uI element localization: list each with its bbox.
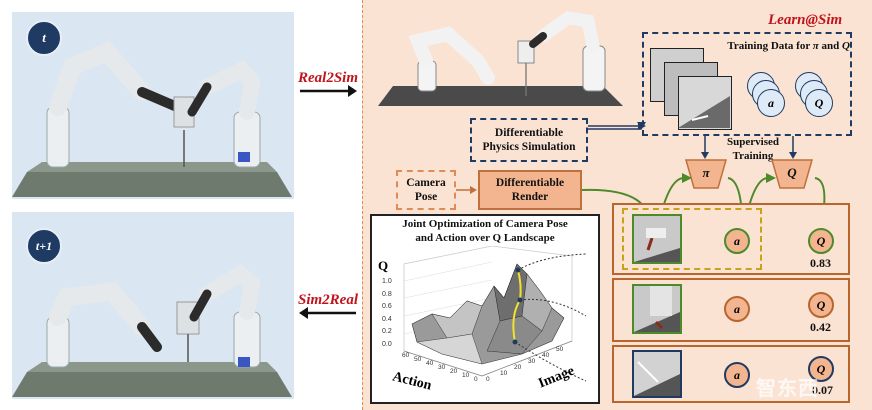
image-tick: 30 bbox=[528, 358, 536, 365]
row-2-image bbox=[632, 284, 682, 334]
training-data-title: Training Data for π and Q bbox=[700, 40, 850, 54]
time-badge-t-plus-1: t+1 bbox=[26, 228, 62, 264]
training-image-stack bbox=[650, 48, 740, 133]
row-3-image bbox=[632, 350, 682, 398]
training-data-pi: π bbox=[812, 40, 819, 52]
action-tick: 50 bbox=[414, 356, 422, 363]
action-tick: 20 bbox=[450, 368, 458, 375]
supervised-training-label: Supervised Training bbox=[727, 136, 779, 162]
z-tick: 1.0 bbox=[382, 278, 392, 285]
physics-to-data-arrow-h bbox=[588, 122, 646, 130]
row-2-image-content bbox=[634, 286, 680, 332]
camera-pose-label: Camera Pose bbox=[406, 176, 446, 203]
real-frame-t-plus-1: t+1 bbox=[12, 212, 294, 399]
z-tick: 0.6 bbox=[382, 303, 392, 310]
supervised-arrows bbox=[701, 136, 797, 159]
training-data-and: and bbox=[818, 40, 843, 52]
row-1-q-value: 0.83 bbox=[810, 256, 831, 270]
physics-sim-label: Differentiable Physics Simulation bbox=[482, 126, 576, 153]
row-2-q-value: 0.42 bbox=[810, 320, 831, 334]
action-tick: 10 bbox=[462, 372, 470, 379]
plot-title-line1: Joint Optimization of Camera Pose bbox=[402, 218, 568, 230]
z-tick: 0.2 bbox=[382, 328, 392, 335]
physics-sim-box: Differentiable Physics Simulation bbox=[470, 118, 588, 162]
stack-circle-a-front: a bbox=[757, 89, 785, 117]
camera-to-render-arrow bbox=[456, 186, 477, 194]
action-tick: 40 bbox=[426, 360, 434, 367]
q-network-shape bbox=[771, 159, 813, 189]
watermark: 智东西 bbox=[756, 376, 819, 400]
camera-pose-box: Camera Pose bbox=[396, 170, 456, 210]
render-box: Differentiable Render bbox=[478, 170, 582, 210]
pi-network-label: π bbox=[702, 165, 710, 180]
action-tick: 0 bbox=[474, 376, 478, 383]
image-tick: 20 bbox=[514, 364, 522, 371]
row-1-action-circle: a bbox=[724, 228, 750, 254]
q-axis-label: Q bbox=[378, 258, 389, 273]
image-tick: 50 bbox=[556, 346, 564, 353]
real2sim-arrow bbox=[300, 85, 357, 97]
sim2real-label: Sim2Real bbox=[298, 292, 359, 308]
learn-at-sim-title: Learn@Sim bbox=[768, 12, 843, 28]
action-tick-labels: 60 50 40 30 20 10 0 bbox=[402, 352, 482, 392]
sim2real-arrow bbox=[299, 307, 356, 319]
robot-scene-real-t bbox=[12, 41, 292, 197]
result-row-1-highlight bbox=[622, 208, 762, 270]
z-tick: 0.0 bbox=[382, 340, 392, 348]
real-frame-t: t bbox=[12, 12, 294, 199]
row-2-q-circle: Q bbox=[808, 292, 834, 318]
row-1-q-circle: Q bbox=[808, 228, 834, 254]
z-tick: 0.4 bbox=[382, 315, 392, 323]
row-3-q-circle: Q bbox=[808, 356, 834, 382]
q-network-label: Q bbox=[787, 165, 797, 180]
plot-title-line2: and Action over Q Landscape bbox=[415, 232, 555, 244]
sim-robot-scene bbox=[378, 11, 623, 106]
row-3-action-circle: a bbox=[724, 362, 750, 388]
action-tick: 60 bbox=[402, 352, 410, 359]
row-1-image bbox=[632, 214, 682, 264]
row-3-q-value: 0.07 bbox=[812, 383, 833, 397]
robot-scene-real-t-plus-1 bbox=[12, 264, 292, 397]
action-tick: 30 bbox=[438, 364, 446, 371]
row-2-action-circle: a bbox=[724, 296, 750, 322]
image-tick: 40 bbox=[542, 352, 550, 359]
time-badge-t: t bbox=[26, 20, 62, 56]
z-tick-labels: 1.0 0.8 0.6 0.4 0.2 0.0 bbox=[382, 276, 396, 351]
pi-network-shape bbox=[685, 159, 727, 189]
row-1-image-content bbox=[634, 228, 680, 262]
training-data-q: Q bbox=[842, 40, 850, 52]
image-tick-labels: 0 10 20 30 40 50 bbox=[486, 342, 576, 383]
row-3-image-content bbox=[634, 361, 680, 396]
image-tick: 10 bbox=[500, 370, 508, 377]
stack-circle-q-front: Q bbox=[805, 89, 833, 117]
image-tick: 0 bbox=[486, 376, 490, 383]
render-label: Differentiable Render bbox=[495, 176, 565, 203]
real2sim-label: Real2Sim bbox=[298, 70, 359, 86]
q-landscape-surface bbox=[403, 246, 587, 382]
stack-image-3-content bbox=[678, 96, 730, 128]
z-tick: 0.8 bbox=[382, 290, 392, 298]
training-data-prefix: Training Data for bbox=[727, 40, 813, 52]
